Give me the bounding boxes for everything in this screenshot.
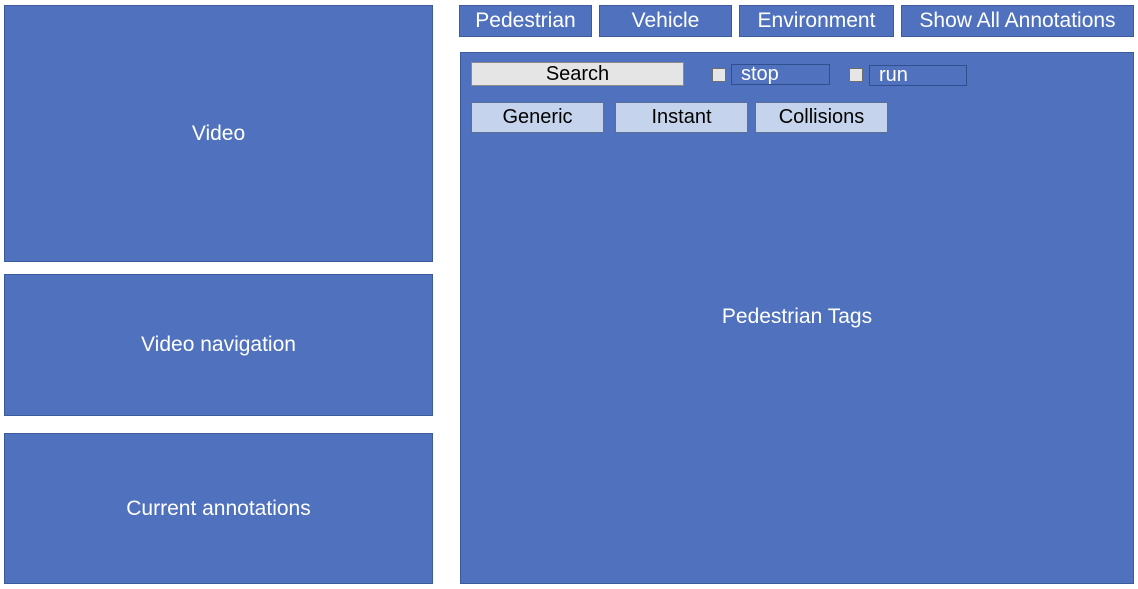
sub-tab-collisions-label: Collisions bbox=[778, 106, 865, 128]
stop-filter-text: stop bbox=[741, 63, 779, 85]
pedestrian-tags-label: Pedestrian Tags bbox=[721, 305, 873, 328]
sub-tab-collisions[interactable]: Collisions bbox=[755, 102, 888, 133]
run-filter-label: run bbox=[869, 64, 967, 86]
stop-filter-label: stop bbox=[731, 63, 830, 85]
pedestrian-tags-panel bbox=[460, 52, 1134, 584]
stop-checkbox[interactable] bbox=[712, 68, 726, 82]
current-annotations-panel[interactable]: Current annotations bbox=[4, 433, 433, 584]
sub-tab-instant-label: Instant bbox=[651, 106, 712, 128]
run-checkbox[interactable] bbox=[849, 68, 863, 82]
tab-pedestrian[interactable]: Pedestrian bbox=[459, 5, 592, 37]
sub-tab-generic[interactable]: Generic bbox=[471, 102, 604, 133]
video-panel-label: Video bbox=[191, 121, 246, 145]
tab-show-all-annotations-label: Show All Annotations bbox=[919, 9, 1116, 32]
tab-show-all-annotations[interactable]: Show All Annotations bbox=[901, 5, 1134, 37]
tab-vehicle[interactable]: Vehicle bbox=[599, 5, 732, 37]
current-annotations-label: Current annotations bbox=[126, 496, 311, 520]
sub-tab-instant[interactable]: Instant bbox=[615, 102, 748, 133]
search-button[interactable]: Search bbox=[471, 62, 684, 86]
video-navigation-panel[interactable]: Video navigation bbox=[4, 274, 433, 416]
tab-environment-label: Environment bbox=[757, 9, 876, 32]
tab-vehicle-label: Vehicle bbox=[631, 9, 700, 32]
search-button-label: Search bbox=[545, 62, 610, 85]
video-panel[interactable]: Video bbox=[4, 5, 433, 262]
tab-pedestrian-label: Pedestrian bbox=[475, 9, 576, 32]
sub-tab-generic-label: Generic bbox=[502, 106, 573, 128]
video-navigation-label: Video navigation bbox=[141, 333, 296, 356]
tab-environment[interactable]: Environment bbox=[739, 5, 894, 37]
run-filter-text: run bbox=[879, 64, 908, 86]
